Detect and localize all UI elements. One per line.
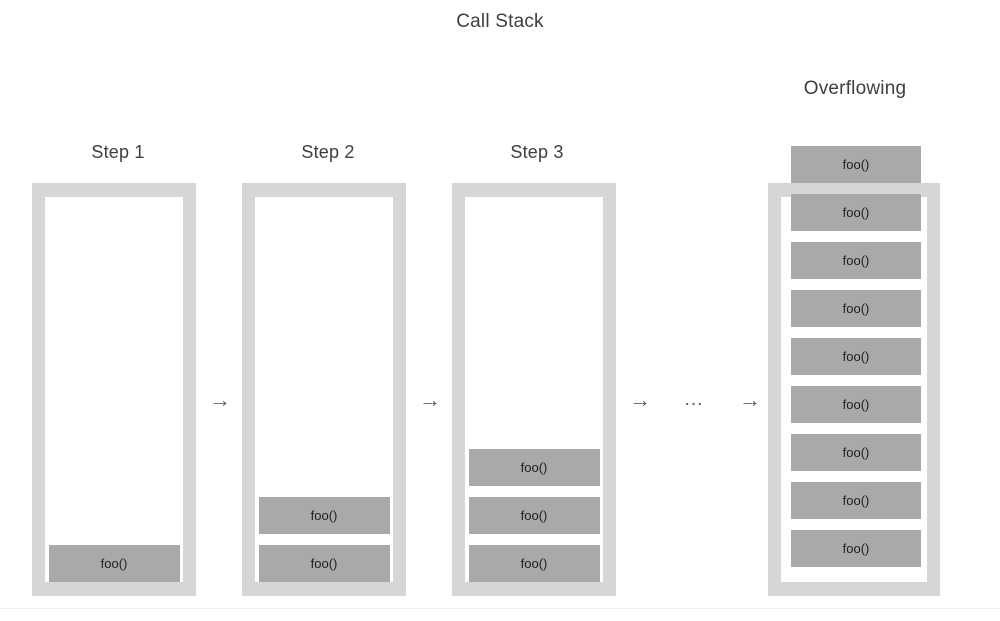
stack-frame-overflowing: foo(): [791, 146, 921, 183]
page-title: Call Stack: [456, 11, 544, 32]
stack-inner-step-2: foo() foo(): [255, 197, 393, 582]
arrow-right-icon: →: [629, 387, 651, 412]
stack-frame: foo(): [791, 338, 921, 375]
stack-frame: foo(): [468, 497, 600, 534]
stack-inner-step-1: foo(): [45, 197, 183, 582]
arrow-right-icon: →: [209, 387, 231, 412]
stack-inner-step-3: foo() foo() foo(): [465, 197, 603, 582]
stack-frame: foo(): [468, 449, 600, 486]
stack-frame: foo(): [791, 386, 921, 423]
stack-frame: foo(): [48, 545, 180, 582]
stack-frame: foo(): [468, 545, 600, 582]
bottom-divider: [0, 608, 1000, 609]
step-1-label: Step 1: [91, 142, 145, 162]
stack-frame: foo(): [791, 482, 921, 519]
step-2-label: Step 2: [301, 142, 355, 162]
stack-container-step-3: foo() foo() foo(): [452, 183, 616, 596]
step-3-label: Step 3: [510, 142, 564, 162]
stack-container-step-1: foo(): [32, 183, 196, 596]
overflowing-title: Overflowing: [803, 78, 907, 99]
ellipsis-icon: …: [683, 388, 705, 410]
stack-frame: foo(): [791, 242, 921, 279]
stack-container-step-2: foo() foo(): [242, 183, 406, 596]
stack-frame: foo(): [791, 530, 921, 567]
arrow-right-icon: →: [739, 387, 761, 412]
stack-frame: foo(): [791, 290, 921, 327]
overflow-frame-stack: foo() foo() foo() foo() foo() foo() foo(…: [791, 146, 921, 567]
stack-frame: foo(): [258, 545, 390, 582]
stack-frame: foo(): [258, 497, 390, 534]
stack-frame: foo(): [791, 434, 921, 471]
stack-frame: foo(): [791, 194, 921, 231]
arrow-right-icon: →: [419, 387, 441, 412]
